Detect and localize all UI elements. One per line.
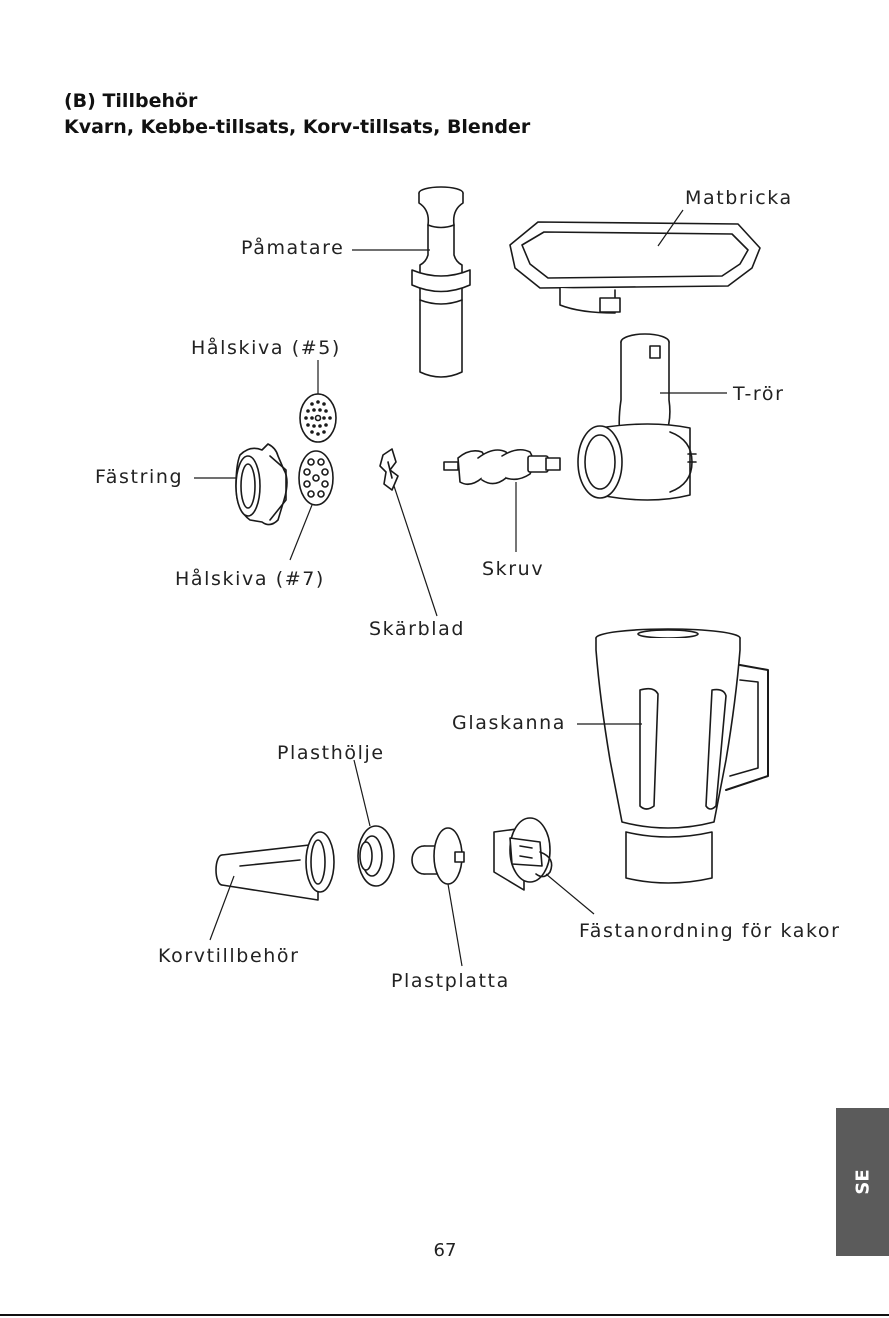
label-food-tray: Matbricka [685,187,793,209]
grinder-plate-7 [299,451,333,505]
cookie-attachment-part [494,818,552,890]
language-tab: SE [836,1108,889,1256]
plastic-cover-part [358,826,394,886]
page-number: 67 [420,1240,470,1261]
label-ring-nut: Fästring [95,466,183,488]
label-cookie-attachment: Fästanordning för kakor [579,920,841,942]
label-plastic-plate: Plastplatta [391,970,510,992]
plastic-plate-part [412,828,464,884]
label-pusher: Påmatare [241,237,344,259]
t-tube-part [578,334,696,500]
blender-jar-part [596,629,768,883]
language-tab-label: SE [852,1169,873,1194]
cutting-blade-part [380,449,398,490]
bottom-rule [0,1314,889,1316]
ring-nut-part [236,444,287,525]
pusher-part [412,187,470,377]
label-t-tube: T-rör [733,383,785,405]
label-plastic-cover: Plasthölje [277,742,385,764]
screw-part [444,450,560,485]
label-sausage-attachment: Korvtillbehör [158,945,300,967]
label-plate-5: Hålskiva (#5) [191,337,341,359]
grinder-plate-5 [300,394,336,442]
food-tray-part [510,222,760,313]
sausage-attachment-part [216,832,334,900]
label-blade: Skärblad [369,618,465,640]
label-screw: Skruv [482,558,544,580]
label-blender-jar: Glaskanna [452,712,566,734]
label-plate-7: Hålskiva (#7) [175,568,325,590]
